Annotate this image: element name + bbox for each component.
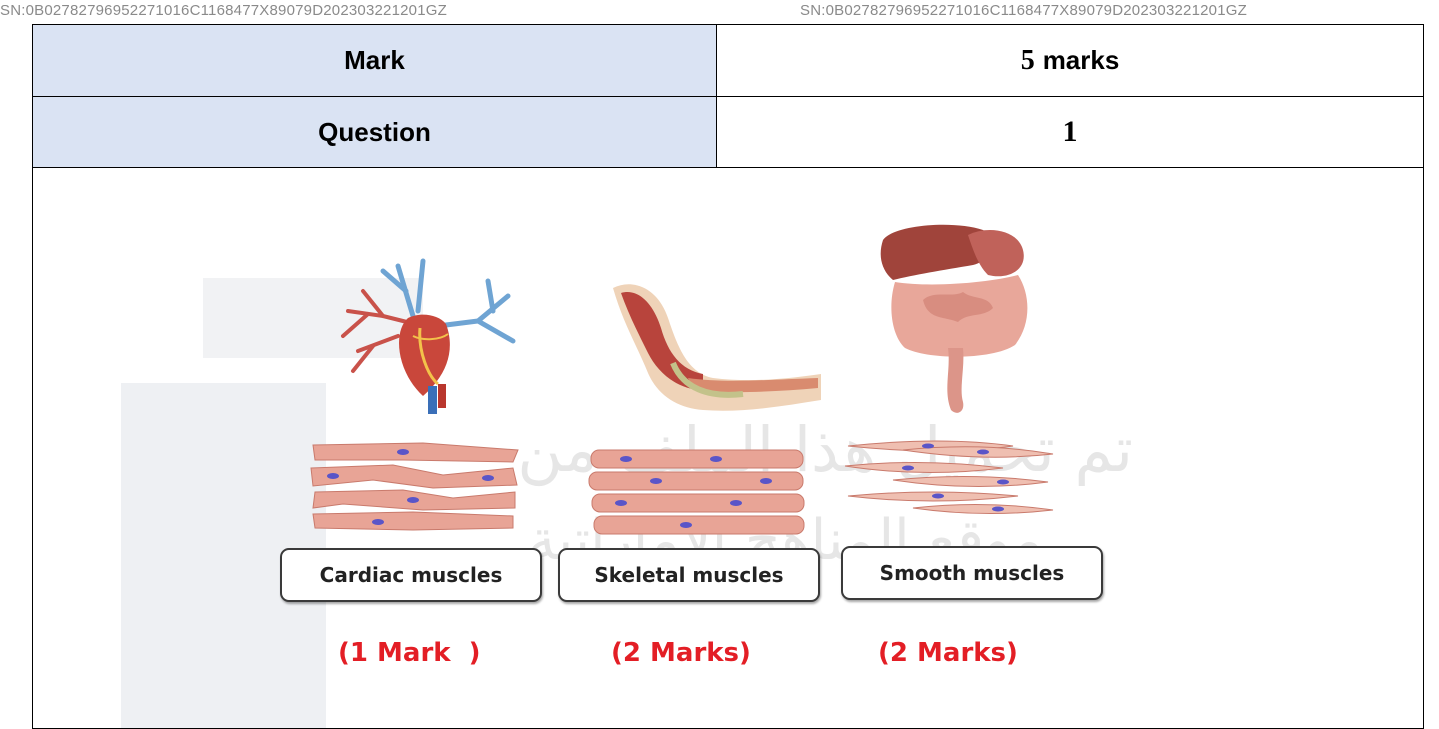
cardiac-muscle-fibers [303, 440, 528, 532]
smooth-muscles-label: Smooth muscles [841, 546, 1103, 600]
smooth-muscle-fibers [843, 438, 1058, 523]
heart-icon [328, 256, 518, 416]
cardiac-muscles-label: Cardiac muscles [280, 548, 542, 602]
mark-label: Mark [33, 25, 717, 96]
mark-row: Mark 5 marks [33, 25, 1423, 97]
cardiac-marks: (1 Mark ) [338, 638, 481, 668]
mark-value: 5 marks [717, 25, 1423, 96]
question-table: Mark 5 marks Question 1 تم تحميل هذا الم… [32, 24, 1424, 729]
arm-icon [593, 278, 823, 418]
question-row: Question 1 [33, 97, 1423, 168]
question-body: تم تحميل هذا الملف من موقع المناهج الإما… [33, 168, 1423, 729]
serial-number-right: SN:0B02782796952271016C1168477X89079D202… [800, 2, 1247, 19]
smooth-marks: (2 Marks) [878, 638, 1018, 668]
mark-unit: marks [1043, 45, 1120, 76]
question-label: Question [33, 97, 717, 167]
serial-number-left: SN:0B02782796952271016C1168477X89079D202… [0, 2, 447, 19]
skeletal-muscle-fibers [586, 448, 811, 536]
question-number: 1 [717, 97, 1423, 167]
intestine-icon [873, 220, 1048, 420]
skeletal-muscles-label: Skeletal muscles [558, 548, 820, 602]
skeletal-marks: (2 Marks) [611, 638, 751, 668]
mark-number: 5 [1021, 45, 1035, 77]
